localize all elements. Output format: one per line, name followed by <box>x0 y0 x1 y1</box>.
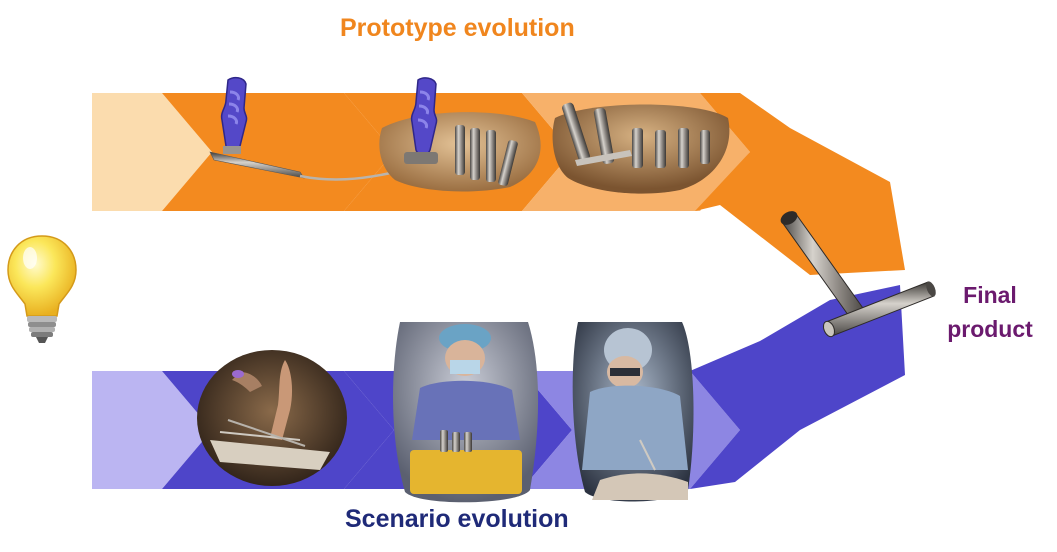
prototype-photo-1 <box>209 76 396 181</box>
final-product-label: Final product <box>930 278 1050 346</box>
lightbulb-icon <box>7 235 77 343</box>
scenario-photo-3 <box>572 322 694 502</box>
scenario-curved-arrow <box>690 285 905 489</box>
prototype-band-segment-1 <box>92 93 212 211</box>
final-product-label-line1: Final <box>963 282 1017 308</box>
prototype-evolution-title: Prototype evolution <box>340 14 575 42</box>
scenario-band-segment-1 <box>92 371 212 489</box>
t-handle-tool-icon <box>780 211 936 338</box>
prototype-photo-2 <box>379 77 541 192</box>
prototype-photo-3 <box>552 102 730 194</box>
prototype-band-segment-2 <box>162 93 394 211</box>
scenario-evolution-title: Scenario evolution <box>345 505 569 533</box>
final-product-label-line2: product <box>947 316 1033 342</box>
prototype-curved-arrow <box>695 93 905 275</box>
scenario-photo-1 <box>197 350 347 486</box>
scenario-photo-2 <box>393 322 539 503</box>
